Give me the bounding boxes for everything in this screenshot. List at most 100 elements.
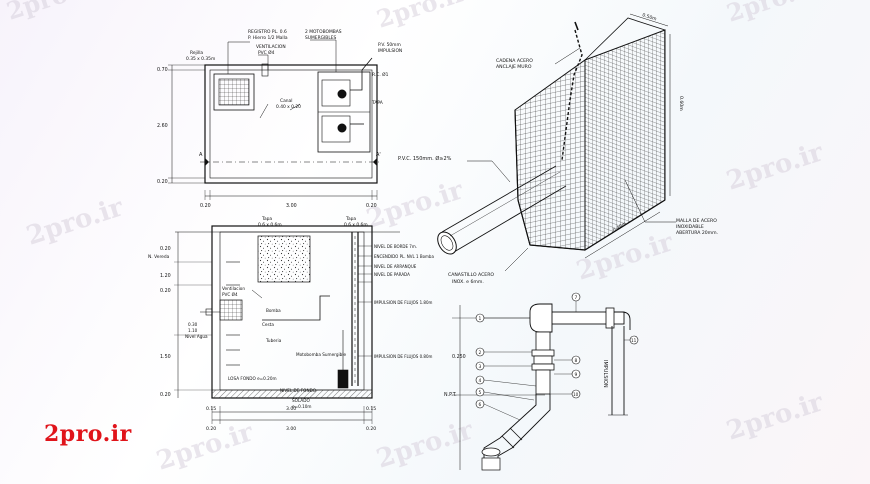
callout-bubble xyxy=(475,375,485,385)
callout-bubble xyxy=(571,389,581,399)
plan-pvc-right2: IMPULSION xyxy=(378,48,402,54)
plan-rejilla: Rejilla xyxy=(190,50,203,56)
plan-tapa: TAPA xyxy=(371,100,383,106)
section-labels: N. Vereda Tapa 0.6 x 0.6m Tapa 0.6 x 0.6… xyxy=(148,216,434,432)
plan-ventilacion-sub: PVC Ø4 xyxy=(258,49,275,56)
callout-bubble xyxy=(571,292,581,302)
plan-canal: Canal xyxy=(280,98,292,104)
basket-malla: MALLA DE ACERO xyxy=(676,218,717,224)
plan-dim-width-left: 0.20 xyxy=(200,203,211,209)
callout-number: 2 xyxy=(479,350,482,356)
plan-rn-label: R.C. Ø1 xyxy=(372,71,389,78)
section-dim-wb1: 0.20 xyxy=(206,426,216,432)
watermarks: 2pro.ir 2pro.ir 2pro.ir 2pro.ir 2pro.ir … xyxy=(3,0,827,477)
callout-bubble xyxy=(475,313,485,323)
section-bomba: Bomba xyxy=(266,308,281,313)
section-impulsion2: IMPULSION DE FLUJOS 0.80m xyxy=(374,354,433,359)
watermark: 2pro.ir xyxy=(373,0,470,34)
plan-motobombas-sub: SUMERGIBLES xyxy=(305,35,337,41)
watermark: 2pro.ir xyxy=(23,192,127,251)
plan-section-a-left: A xyxy=(199,152,203,158)
basket-dim-top: 0.50m xyxy=(641,12,657,22)
pipe-impulsion: IMPULSION xyxy=(602,360,608,388)
section-tapa-left-sub: 0.6 x 0.6m xyxy=(258,222,282,228)
section-dim-d4: 1.50 xyxy=(160,354,171,360)
plan-motobombas: 2 MOTOBOMBAS xyxy=(305,29,342,35)
plan-dim-bottom: 0.20 xyxy=(157,179,168,185)
basket-dim-side: 0.60m xyxy=(678,96,684,111)
callout-bubble xyxy=(571,369,581,379)
pipe-npt: N.P.T. xyxy=(444,392,457,398)
callout-number: 3 xyxy=(479,364,482,370)
brand-logo[interactable]: 2pro.ir xyxy=(44,421,132,447)
pvc-pipe xyxy=(437,165,567,255)
section-tapa-left: Tapa xyxy=(261,216,272,222)
section-borde: NIVEL DE BORDE 7m. xyxy=(374,244,417,249)
pipe-detail xyxy=(452,300,631,471)
pipe-labels: 1 2 3 4 5 6 7 8 9 10 11 0.250 N.P.T. IMP… xyxy=(444,295,637,408)
plan-dim-top: 0.70 xyxy=(157,67,168,73)
section-ventilacion: Ventilacion xyxy=(222,286,245,291)
section-nivel-parada: NIVEL DE PARADA xyxy=(374,272,410,277)
plan-dim-width-main: 3.00 xyxy=(286,203,297,209)
basket-labels: CADENA ACERO ANCLAJE MURO P.V.C. 150mm. … xyxy=(398,12,718,285)
callout-number: 4 xyxy=(479,378,482,384)
basket-view xyxy=(437,13,676,272)
plan-registro-title: REGISTRO PL. 0.6 xyxy=(248,29,287,35)
section-dim-d5: 0.20 xyxy=(160,392,171,398)
section-dim-wb2: 3.00 xyxy=(286,426,296,432)
plan-section-a-right: A' xyxy=(376,152,381,158)
section-left-note: 0.30 xyxy=(188,322,198,327)
section-tapa-right-sub: 0.6 x 0.6m xyxy=(344,222,368,228)
section-tapa-right: Tapa xyxy=(345,216,356,222)
plan-registro-sub: P. Hierro 1/2 Malla xyxy=(248,35,288,41)
plan-rejilla-dim: 0.35 x 0.35m xyxy=(186,56,215,62)
section-dim-w3: 0.15 xyxy=(366,406,376,412)
section-nivel-arranque: NIVEL DE ARRANQUE xyxy=(374,264,417,269)
callout-number: 5 xyxy=(479,390,482,396)
section-solado-sub: e=0.10m xyxy=(292,404,312,409)
basket-malla-sub: INOXIDABLE xyxy=(676,224,704,230)
section-cesta: Cesta xyxy=(262,322,274,327)
section-dim-d3: 0.20 xyxy=(160,288,171,294)
section-encendido: ENCENDIDO PL. NVL 1 Bomba xyxy=(374,254,434,259)
section-motobomba: Motobomba Sumergible xyxy=(296,352,346,357)
watermark: 2pro.ir xyxy=(363,175,467,234)
callout-number: 10 xyxy=(573,392,579,397)
callout-number: 11 xyxy=(631,338,637,343)
section-nivel: N. Vereda xyxy=(148,254,170,260)
plan-view xyxy=(168,39,382,200)
watermark: 2pro.ir xyxy=(723,387,827,446)
callout-bubble xyxy=(475,387,485,397)
section-dim-d1: 0.20 xyxy=(160,246,171,252)
plan-dim-width-right: 0.20 xyxy=(366,203,377,209)
watermark: 2pro.ir xyxy=(723,137,827,196)
section-nivel-fondo: NIVEL DE FONDO xyxy=(280,388,317,393)
pipe-callouts xyxy=(475,292,639,409)
plan-ventilacion: VENTILACION xyxy=(256,44,286,50)
basket-canastillo-sub: INOX. e 6mm. xyxy=(452,279,484,285)
plan-canal-sub: 0.40 x 0.20 xyxy=(276,104,301,110)
basket-cadena-sub: ANCLAJE MURO xyxy=(496,64,532,70)
watermark: 2pro.ir xyxy=(3,0,100,26)
callout-number: 6 xyxy=(479,402,482,408)
plan-labels: REGISTRO PL. 0.6 P. Hierro 1/2 Malla Rej… xyxy=(157,29,402,209)
basket-pvc: P.V.C. 150mm. Ø≥2% xyxy=(398,155,452,162)
watermark: 2pro.ir xyxy=(373,415,477,474)
callout-number: 8 xyxy=(575,358,578,364)
section-view xyxy=(174,225,400,424)
section-dim-d2: 1.20 xyxy=(160,273,171,279)
section-ventilacion-sub: PVC Ø4 xyxy=(222,292,238,297)
section-losa: LOSA FONDO e=0.20m xyxy=(228,376,277,381)
callout-bubble xyxy=(475,399,485,409)
callout-number: 7 xyxy=(575,295,578,301)
basket-malla-sub2: ABERTURA 20mm. xyxy=(676,230,718,236)
basket-cadena: CADENA ACERO xyxy=(496,58,533,64)
pipe-dim-left: 0.250 xyxy=(452,354,466,360)
section-solado: SOLADO xyxy=(292,398,310,403)
section-left-note2: 1.10 xyxy=(188,328,198,333)
callout-bubble xyxy=(475,347,485,357)
callout-bubble xyxy=(475,361,485,371)
plan-dim-middle: 2.60 xyxy=(157,123,168,129)
